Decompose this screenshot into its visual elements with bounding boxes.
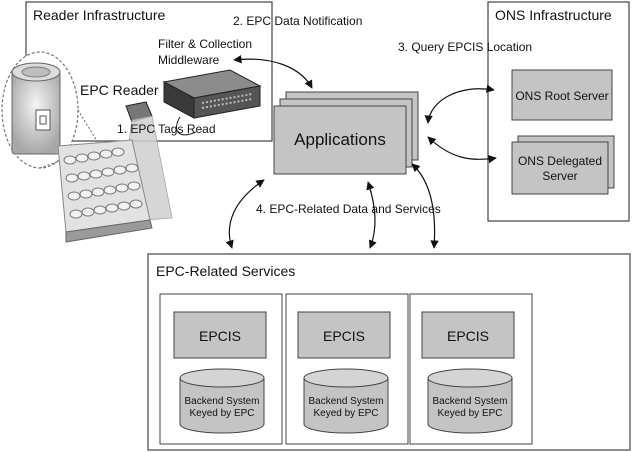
ons-root-server: ONS Root Server [511, 69, 613, 121]
ons-delegated-label-line2: Server [542, 169, 577, 183]
arrow-applications-ons-delegated [427, 136, 497, 164]
epcis-label: EPCIS [323, 328, 365, 344]
backend-label-line2: Keyed by EPC [437, 408, 502, 419]
arrow-middleware-applications [233, 54, 313, 89]
applications-box: Applications [273, 91, 419, 175]
backend-label-line1: Backend System [308, 396, 383, 407]
ons-delegated-server: ONS Delegated Server [511, 135, 615, 195]
middleware-label-line1: Filter & Collection [158, 37, 252, 51]
flow-query-epcis: 3. Query EPCIS Location [398, 40, 532, 54]
epcis-label: EPCIS [199, 328, 241, 344]
backend-label-line1: Backend System [432, 396, 507, 407]
epc-reader-label: EPC Reader [80, 82, 159, 98]
service-unit-3: EPCIS Backend System Keyed by EPC [409, 293, 533, 445]
backend-label-line2: Keyed by EPC [189, 408, 254, 419]
service-unit-2: EPCIS Backend System Keyed by EPC [285, 293, 409, 445]
epc-related-services-title: EPC-Related Services [156, 263, 295, 279]
backend-label-line2: Keyed by EPC [313, 408, 378, 419]
rfid-tag-zoom-icon [1, 51, 101, 169]
applications-label: Applications [294, 130, 386, 149]
ons-infrastructure-title: ONS Infrastructure [495, 7, 612, 23]
ons-delegated-label-line1: ONS Delegated [518, 154, 602, 168]
arrow-applications-services-left [225, 179, 265, 249]
flow-tags-read: 1. EPC Tags Read [117, 122, 216, 136]
arrows [225, 54, 497, 249]
arrow-applications-services-right [411, 163, 439, 249]
service-unit-1: EPCIS Backend System Keyed by EPC [159, 293, 283, 445]
tagged-pallet-icon [57, 139, 153, 243]
arrow-applications-ons-root [424, 84, 495, 124]
backend-label-line1: Backend System [184, 396, 259, 407]
ons-root-server-label: ONS Root Server [515, 89, 608, 103]
epcis-label: EPCIS [447, 328, 489, 344]
reader-infrastructure-title: Reader Infrastructure [33, 7, 165, 23]
flow-related-data: 4. EPC-Related Data and Services [256, 202, 441, 216]
middleware-label-line2: Middleware [158, 53, 220, 67]
flow-data-notification: 2. EPC Data Notification [233, 14, 362, 28]
arrow-applications-services-middle [366, 181, 377, 249]
